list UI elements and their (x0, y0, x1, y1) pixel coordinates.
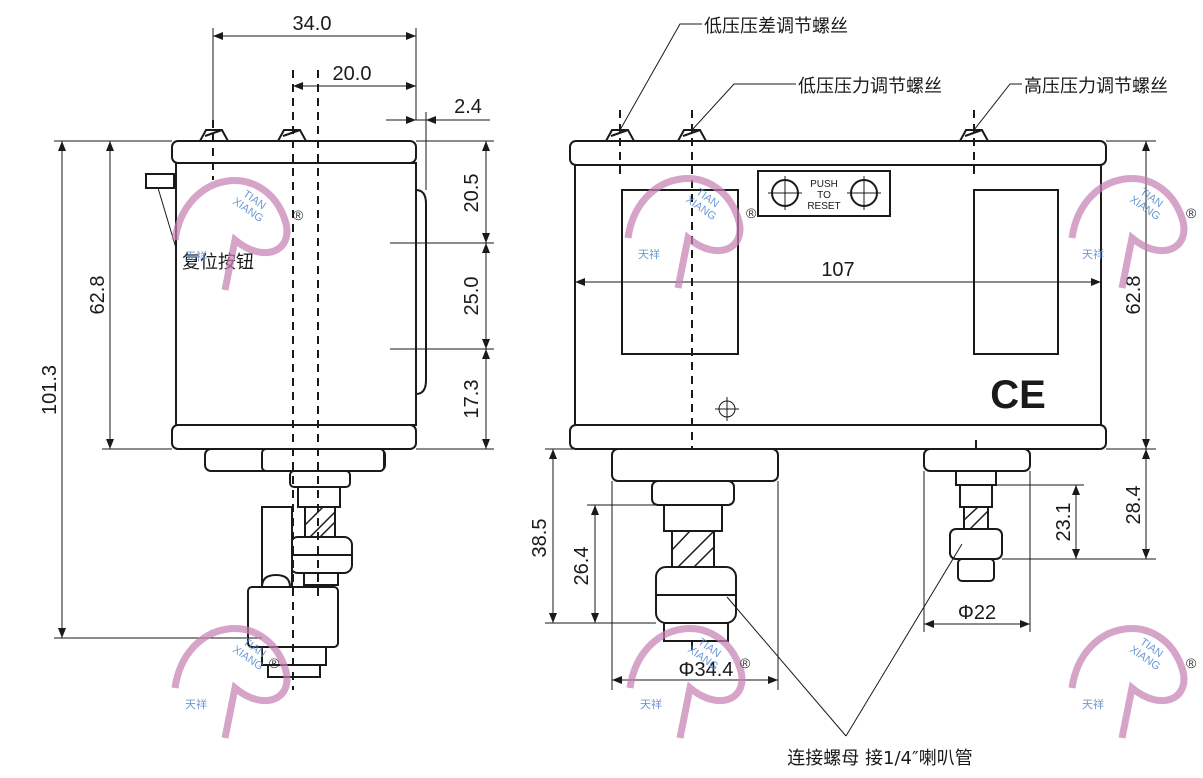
dim-width-top: 34.0 (293, 13, 332, 35)
dim-high-total: 28.4 (1123, 486, 1145, 525)
watermark-logo-3: TIAN XIANG 天祥 ® (1068, 175, 1197, 289)
label-low-screw: 低压压力调节螺丝 (798, 76, 942, 97)
watermark-logo-4: TIAN XIANG 天祥 ® (171, 625, 291, 739)
dim-high-diameter: Φ22 (958, 602, 996, 624)
dim-seg2: 25.0 (461, 277, 483, 316)
left-side-view: 34.0 20.0 2.4 20.5 25.0 17.3 62.8 (39, 13, 494, 690)
svg-text:®: ® (293, 207, 304, 223)
watermark-logo-5: TIAN XIANG 天祥 ® (626, 625, 751, 739)
dim-low-total: 38.5 (529, 519, 551, 558)
reset-button-label: 复位按钮 (182, 252, 254, 273)
svg-text:®: ® (269, 655, 280, 671)
right-window (973, 189, 1059, 355)
watermark-logo-6: TIAN XIANG 天祥 ® (1068, 625, 1197, 739)
dim-high-mid: 23.1 (1053, 503, 1075, 542)
svg-text:®: ® (746, 205, 757, 221)
label-high-screw: 高压压力调节螺丝 (1024, 76, 1168, 97)
svg-text:天祥: 天祥 (638, 247, 660, 261)
left-side-bump (415, 189, 427, 395)
reset-text-3: RESET (807, 201, 840, 212)
dim-gap: 2.4 (454, 96, 482, 118)
dim-low-diameter: Φ34.4 (679, 659, 734, 681)
right-front-view: PUSH TO RESET CE 107 62.8 (529, 16, 1168, 769)
svg-text:天祥: 天祥 (1082, 247, 1104, 261)
svg-text:天祥: 天祥 (640, 697, 662, 711)
dim-body-height: 62.8 (87, 276, 109, 315)
dim-total-height: 101.3 (39, 365, 61, 415)
reset-panel (757, 170, 891, 217)
nut-note: 连接螺母 接1/4″喇叭管 (787, 748, 972, 769)
dim-seg3: 17.3 (461, 380, 483, 419)
svg-text:®: ® (740, 655, 751, 671)
dim-low-mid: 26.4 (571, 547, 593, 586)
left-body (175, 162, 417, 426)
left-window (621, 189, 739, 355)
dim-width: 107 (821, 259, 854, 281)
right-top-cap (569, 140, 1107, 166)
dim-right-height: 62.8 (1123, 276, 1145, 315)
svg-text:®: ® (1186, 655, 1197, 671)
reset-text-2: TO (817, 190, 831, 201)
dim-seg1: 20.5 (461, 174, 483, 213)
label-diff-screw: 低压压差调节螺丝 (704, 16, 848, 37)
right-bottom-cap (569, 424, 1107, 450)
dim-offset: 20.0 (333, 63, 372, 85)
reset-button-shape (145, 173, 175, 189)
svg-text:天祥: 天祥 (1082, 697, 1104, 711)
ce-mark: CE (990, 373, 1046, 417)
svg-text:天祥: 天祥 (185, 697, 207, 711)
watermark-logo-1: TIAN XIANG 天祥 ® (171, 177, 304, 291)
svg-text:天祥: 天祥 (185, 249, 207, 263)
svg-text:®: ® (1186, 205, 1197, 221)
reset-text-1: PUSH (810, 179, 838, 190)
